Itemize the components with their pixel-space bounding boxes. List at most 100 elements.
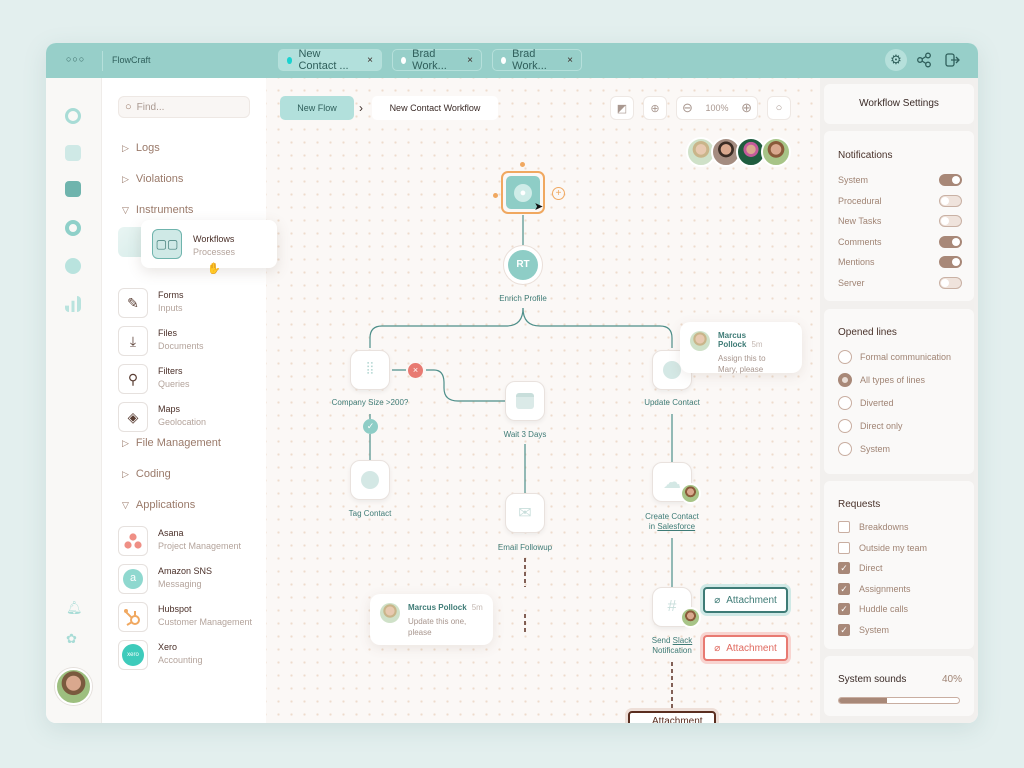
sticky-note-icon[interactable]: ◩ [610,96,634,120]
tag-contact-node[interactable] [350,460,390,500]
section-instruments[interactable]: ▽Instruments [122,204,194,216]
bell-icon[interactable]: 🔔︎ [66,600,83,615]
pulse-icon[interactable] [65,181,81,197]
pie-chart-icon[interactable] [65,258,81,274]
sounds-slider[interactable] [838,697,960,704]
tab-new-contact[interactable]: New Contact ...× [278,48,382,72]
tab-brad-work-1[interactable]: Brad Work...× [392,48,482,72]
bar-chart-icon[interactable] [65,296,81,312]
attachment-button[interactable]: ⌀Attachment [703,587,788,613]
toggle-switch[interactable] [939,276,962,289]
checkbox-option[interactable]: ✓Direct [838,562,962,574]
radio-option[interactable]: System [838,442,962,456]
flower-icon[interactable]: ✿ [66,631,77,646]
radio-option[interactable]: Formal communication [838,350,962,364]
item-title[interactable]: Hubspot [158,604,192,614]
toggle-switch[interactable] [939,235,962,248]
toggle-switch[interactable] [939,174,962,186]
toggle-switch[interactable] [939,194,962,207]
activity-icon[interactable] [65,145,81,161]
item-title[interactable]: Files [158,328,178,338]
user-avatar[interactable] [55,668,92,705]
zoom-out-icon[interactable]: ⊖ [682,100,693,115]
zoom-in-icon[interactable]: ⊕ [741,100,752,115]
amazon-sns-logo-icon[interactable]: a [118,564,148,594]
settings-icon[interactable]: ⚙ [885,49,907,71]
item-title[interactable]: Filters [158,366,183,376]
checkbox-option[interactable]: Breakdowns [838,521,962,533]
attachment-button-error[interactable]: ⌀Attachment [703,635,788,661]
layers-icon[interactable]: ◈ [118,402,148,432]
company-size-node[interactable]: ⦙⦙ [350,350,390,390]
radio-option[interactable]: Direct only [838,419,962,433]
search-icon[interactable]: ○ [767,96,791,120]
checkbox-option[interactable]: ✓System [838,623,962,636]
checkbox[interactable]: ✓ [838,582,850,595]
true-branch-check-icon[interactable]: ✓ [363,419,378,434]
collaborator-avatar[interactable] [761,137,791,167]
radio-option[interactable]: All types of lines [838,373,962,387]
section-applications[interactable]: ▽Applications [122,499,196,511]
item-title[interactable]: Forms [158,290,184,300]
exit-icon[interactable] [944,52,960,68]
attachment-button[interactable]: Attachment [628,711,716,723]
radio-button[interactable] [838,442,852,456]
add-comment-icon[interactable]: ⊕ [643,96,667,120]
item-title[interactable]: Amazon SNS [158,566,213,576]
section-violations[interactable]: ▷Violations [122,173,184,185]
add-node-icon[interactable]: + [552,187,565,200]
checkbox[interactable]: ✓ [838,562,850,574]
radio-option[interactable]: Diverted [838,396,962,410]
radio-button[interactable] [838,350,852,364]
item-title[interactable]: Asana [158,528,184,538]
asana-logo-icon[interactable] [118,526,148,556]
salesforce-link[interactable]: Salesforce [657,522,696,531]
workflow-canvas[interactable]: New Flow › New Contact Workflow ◩ ⊕ ⊖ 10… [266,78,820,723]
filter-sliders-icon[interactable]: ⚲ [118,364,148,394]
wait-node[interactable] [505,381,545,421]
selected-trigger-node[interactable]: ● [501,171,545,214]
false-branch-icon[interactable]: × [408,363,423,378]
more-dots-icon[interactable]: ○○○ [66,54,86,64]
item-title[interactable]: Xero [158,642,178,652]
target-icon[interactable] [65,108,81,124]
email-followup-node[interactable]: ✉ [505,493,545,533]
tab-brad-work-2[interactable]: Brad Work...× [492,48,582,72]
section-coding[interactable]: ▷Coding [122,468,171,480]
toggle-switch[interactable] [939,256,962,268]
handle-dot[interactable] [520,162,525,167]
breadcrumb-new-flow[interactable]: New Flow [280,96,354,120]
donut-chart-icon[interactable] [65,220,81,236]
close-icon[interactable]: × [367,54,373,66]
checkbox[interactable]: ✓ [838,603,850,615]
checkbox[interactable]: ✓ [838,623,850,636]
xero-logo-icon[interactable]: xero [118,640,148,670]
section-heading: Requests [838,499,881,510]
handle-dot[interactable] [493,193,498,198]
radio-button[interactable] [838,419,852,433]
section-file-management[interactable]: ▷File Management [122,437,221,449]
checkbox-option[interactable]: ✓Huddle calls [838,603,962,615]
checkbox-option[interactable]: Outside my team [838,541,962,554]
radio-button[interactable] [838,373,852,387]
slack-link[interactable]: Slack [672,636,693,645]
hubspot-logo-icon[interactable] [118,602,148,632]
checkbox-option[interactable]: ✓Assignments [838,582,962,595]
enrich-profile-node[interactable]: RT [503,245,543,285]
item-title[interactable]: Maps [158,404,181,414]
checkbox[interactable] [838,541,850,554]
forms-icon[interactable]: ✎ [118,288,148,318]
share-icon[interactable] [916,52,932,68]
close-icon[interactable]: × [467,54,473,66]
breadcrumb-current[interactable]: New Contact Workflow [372,96,498,120]
radio-button[interactable] [838,396,852,410]
file-download-icon[interactable]: ⤓ [118,326,148,356]
checkbox[interactable] [838,521,850,533]
toggle-switch[interactable] [939,215,962,227]
search-input[interactable]: ○ Find... [118,96,250,118]
close-icon[interactable]: × [567,54,573,66]
section-logs[interactable]: ▷Logs [122,142,160,154]
